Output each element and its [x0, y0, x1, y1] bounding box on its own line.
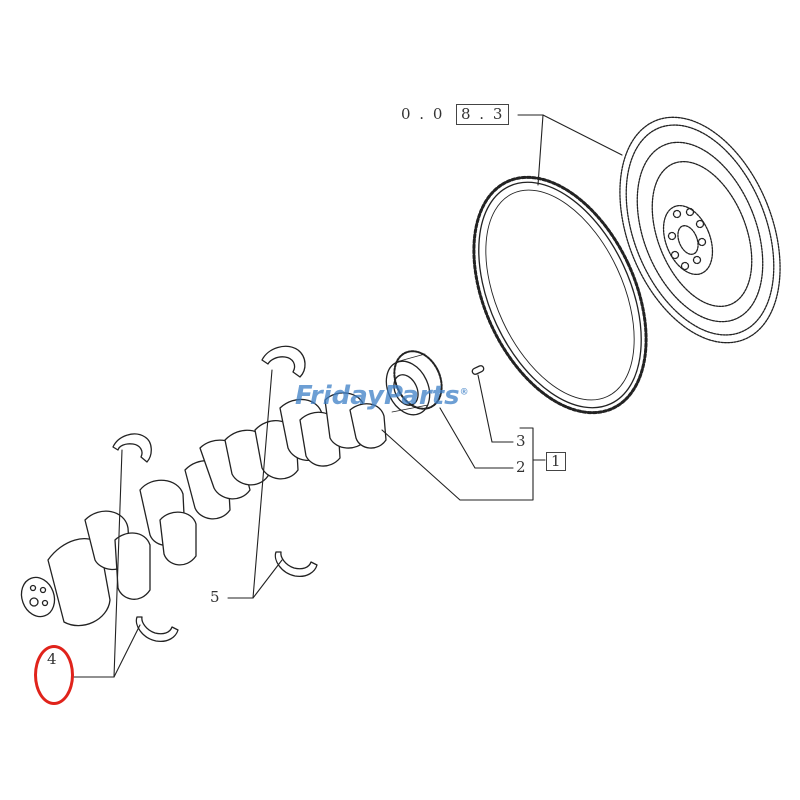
reference-prefix: 0 . 0 [401, 105, 445, 123]
watermark-friday: Friday [295, 381, 384, 411]
callout-5: 5 [210, 588, 220, 606]
leader-lines [71, 114, 623, 678]
reference-boxed: 8 . 3 [456, 104, 510, 125]
highlight-ring [34, 645, 74, 705]
bearing-shell-icons [112, 345, 318, 643]
key-pin-icon [471, 365, 485, 375]
timing-gear-icon [385, 350, 443, 416]
crankshaft-icon [20, 392, 387, 627]
flywheel-icon [619, 116, 781, 344]
callout-3: 3 [516, 432, 526, 450]
callout-2: 2 [516, 458, 526, 476]
callout-1: 1 [546, 452, 566, 471]
ring-gear-icon [472, 175, 648, 415]
registered-icon: ® [459, 387, 469, 398]
watermark-parts: Parts [383, 381, 460, 411]
watermark-logo: FridayParts® [295, 381, 469, 411]
